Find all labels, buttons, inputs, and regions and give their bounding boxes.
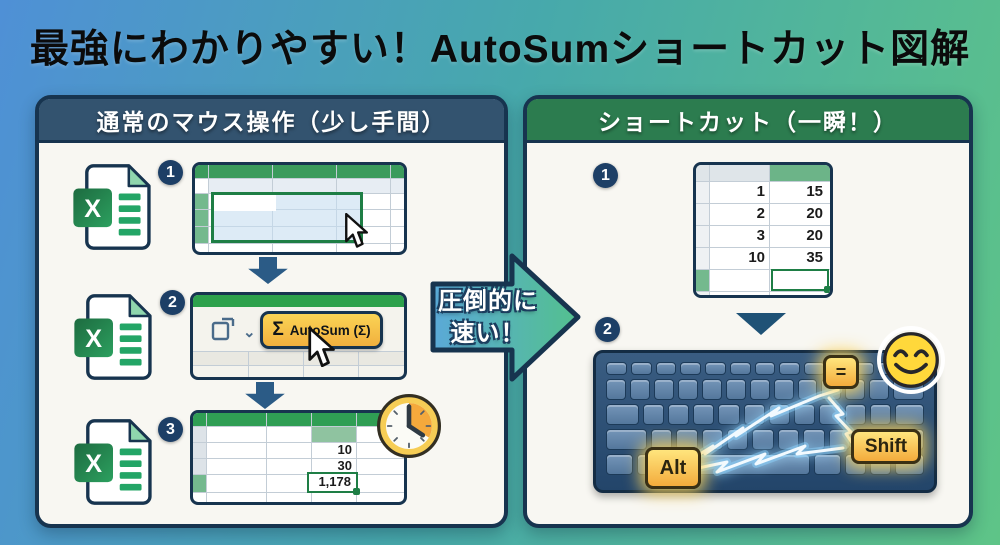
sigma-icon: Σ xyxy=(272,319,284,340)
svg-text:X: X xyxy=(85,325,102,353)
keyboard-key xyxy=(844,404,866,425)
step-badge: 3 xyxy=(158,417,183,442)
down-arrow-icon xyxy=(735,312,787,341)
keyboard-key xyxy=(677,379,698,400)
keyboard-key xyxy=(773,379,794,400)
right-arrow-icon: 圧倒的に 速い！ xyxy=(430,251,582,384)
keyboard-key xyxy=(869,379,890,400)
excel-file-icon: X xyxy=(70,162,154,252)
sum-result-cell: 1,178 xyxy=(307,472,360,495)
keyboard-key xyxy=(693,404,715,425)
keyboard-key xyxy=(680,362,702,375)
sheet-header-row xyxy=(193,413,404,426)
keyboard-key xyxy=(606,454,633,475)
keyboard-key xyxy=(725,379,746,400)
excel-file-icon: X xyxy=(71,417,155,507)
keyboard-key xyxy=(606,404,639,425)
ribbon-green-bar xyxy=(193,295,404,307)
spreadsheet-result-illustration: 10 30 1,178 xyxy=(190,410,407,505)
equals-key: = xyxy=(823,355,859,389)
keyboard-key xyxy=(629,379,650,400)
keyboard-key xyxy=(630,362,652,375)
active-cell xyxy=(771,269,830,293)
sheet-header-cell xyxy=(769,165,830,181)
alt-key: Alt xyxy=(645,447,701,489)
spreadsheet-selection-illustration xyxy=(192,162,407,255)
mouse-cursor-icon xyxy=(343,212,369,252)
keyboard-key xyxy=(797,379,818,400)
shift-key: Shift xyxy=(851,429,921,464)
keyboard-key xyxy=(777,429,800,450)
step-badge: 1 xyxy=(158,160,183,185)
keyboard-key xyxy=(729,362,751,375)
mouse-method-panel: 通常のマウス操作（少し手間） X 1 xyxy=(35,95,508,528)
keyboard-key xyxy=(705,362,726,375)
down-arrow-icon xyxy=(243,382,287,414)
keyboard-key xyxy=(819,404,841,425)
right-panel-header: ショートカット（一瞬！） xyxy=(527,99,969,143)
keyboard-key xyxy=(701,429,723,450)
step-badge: 2 xyxy=(595,317,620,342)
keyboard-key xyxy=(813,454,841,475)
keyboard-key xyxy=(754,362,776,375)
keyboard-key xyxy=(779,362,801,375)
chevron-down-icon: ⌄ xyxy=(243,324,256,341)
keyboard-key xyxy=(726,429,749,450)
keyboard-key xyxy=(701,379,722,400)
smiley-face-icon xyxy=(881,330,941,390)
keyboard-key xyxy=(642,404,664,425)
keyboard-key xyxy=(606,429,647,450)
cell-value: 10 xyxy=(337,442,352,457)
keyboard-key xyxy=(803,429,825,450)
mouse-cursor-icon xyxy=(306,326,336,372)
keyboard-key xyxy=(668,404,690,425)
keyboard-key xyxy=(749,379,770,400)
keyboard-key xyxy=(794,404,816,425)
row-header-cells xyxy=(195,193,208,243)
svg-text:X: X xyxy=(84,195,101,223)
keyboard-key xyxy=(653,379,674,400)
clock-icon xyxy=(374,391,444,466)
cell-selection xyxy=(211,192,363,243)
left-panel-header: 通常のマウス操作（少し手間） xyxy=(39,99,504,143)
autosum-button: Σ AutoSum (Σ) xyxy=(260,311,383,349)
arrow-caption: 圧倒的に 速い！ xyxy=(438,288,538,347)
shortcut-panel: ショートカット（一瞬！） 1 1 15 2 20 3 20 10 35 xyxy=(523,95,973,528)
step-badge: 2 xyxy=(160,290,185,315)
keyboard-key xyxy=(718,404,740,425)
keyboard-key xyxy=(606,379,626,400)
keyboard-key xyxy=(655,362,677,375)
keyboard-key xyxy=(743,404,765,425)
svg-text:X: X xyxy=(85,450,102,478)
step-badge: 1 xyxy=(593,163,618,188)
keyboard-key xyxy=(768,404,791,425)
keyboard-key xyxy=(895,404,925,425)
down-arrow-icon xyxy=(248,257,288,289)
excel-ribbon-illustration: ⌄ Σ AutoSum (Σ) xyxy=(190,292,407,380)
keyboard-key xyxy=(606,362,627,375)
keyboard-key xyxy=(804,362,825,375)
sheet-header-row xyxy=(195,165,404,178)
keyboard-key xyxy=(869,404,892,425)
cell-value: 30 xyxy=(337,458,352,473)
page-title: 最強にわかりやすい！AutoSumショートカット図解 xyxy=(29,28,971,71)
spreadsheet-data-illustration: 1 15 2 20 3 20 10 35 xyxy=(693,162,833,298)
keyboard-key xyxy=(752,429,774,450)
keyboard-key xyxy=(692,454,810,475)
paste-icon xyxy=(211,317,235,341)
excel-file-icon: X xyxy=(71,292,155,382)
keyboard-key xyxy=(828,429,850,450)
